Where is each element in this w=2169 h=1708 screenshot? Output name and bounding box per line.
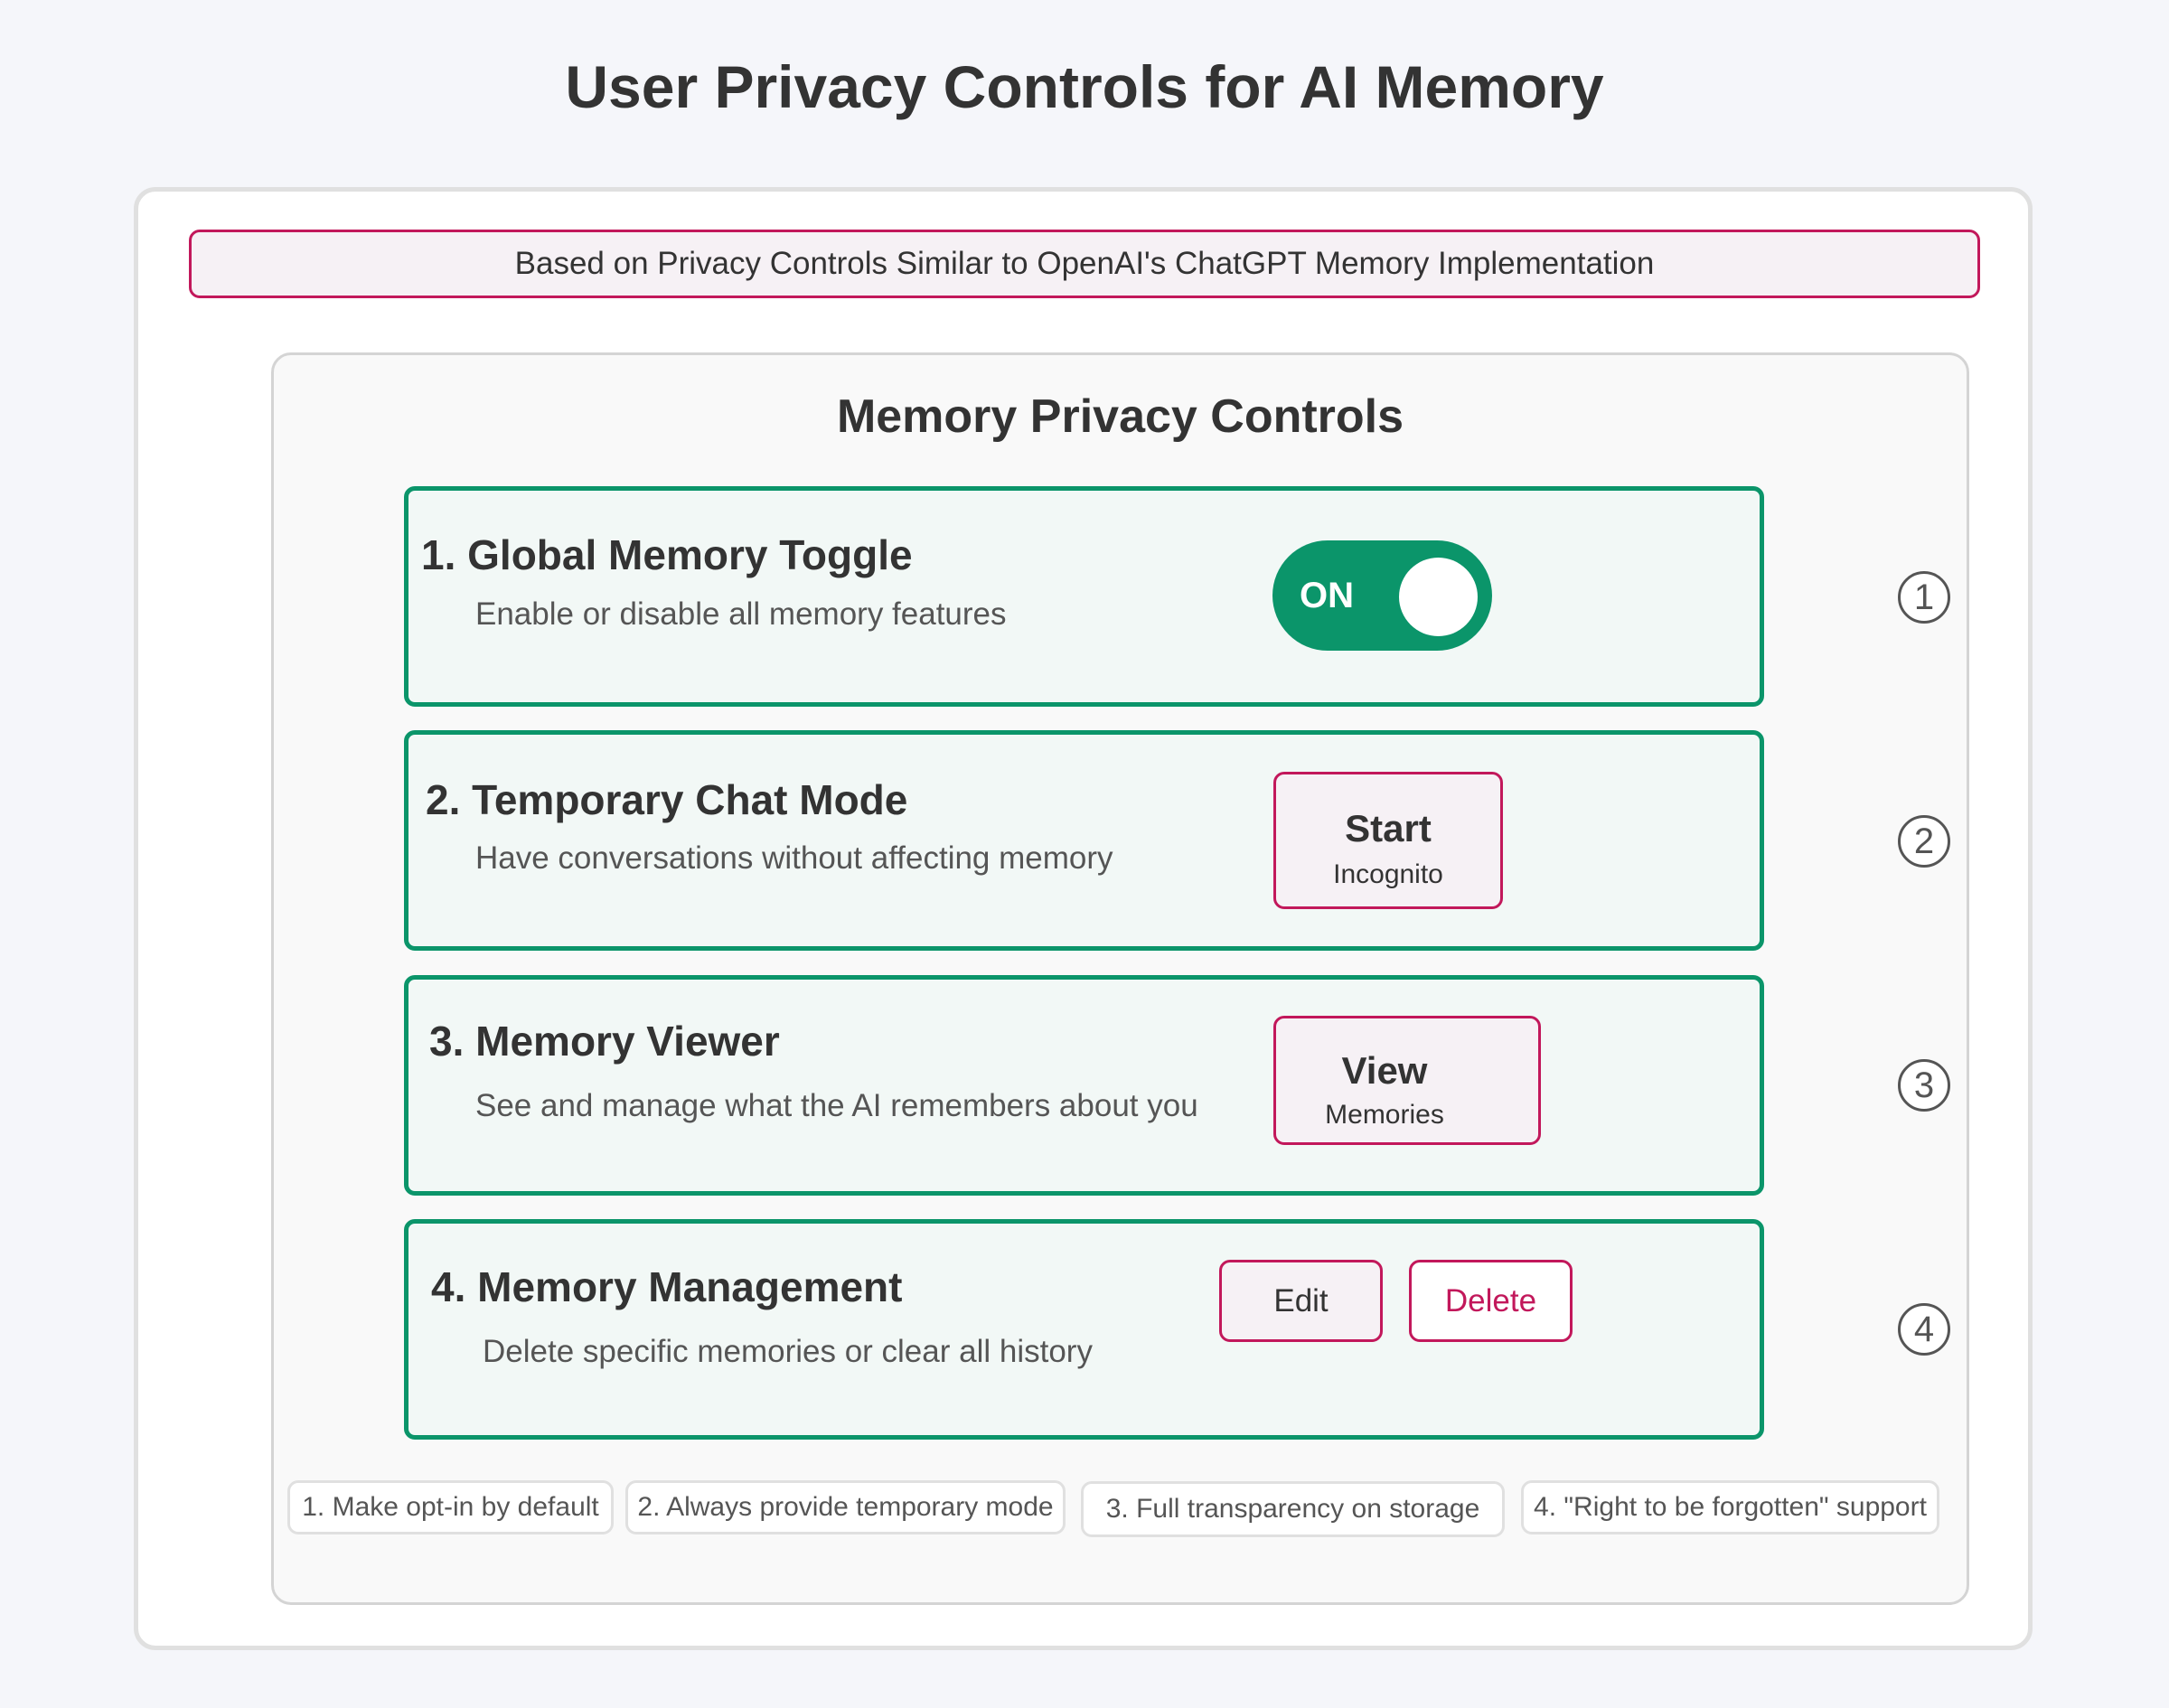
edit-memory-button[interactable]: Edit <box>1219 1260 1383 1342</box>
number-badge-text: 2 <box>1913 821 1935 861</box>
principle-note-3: 3. Full transparency on storage <box>1081 1481 1505 1537</box>
toggle-state-label: ON <box>1300 576 1354 615</box>
control-description: Have conversations without affecting mem… <box>475 840 1113 876</box>
button-main-label: Start <box>1345 807 1432 849</box>
control-title: 1. Global Memory Toggle <box>421 531 913 578</box>
control-card-global-memory-toggle <box>404 486 1764 707</box>
control-title: 4. Memory Management <box>431 1263 903 1310</box>
note-text: 3. Full transparency on storage <box>1105 1494 1480 1524</box>
number-badge-3: 3 <box>1898 1059 1950 1112</box>
control-title: 2. Temporary Chat Mode <box>426 776 908 823</box>
panel-title: Memory Privacy Controls <box>836 390 1404 443</box>
note-text: 2. Always provide temporary mode <box>637 1492 1054 1522</box>
start-incognito-button[interactable]: Start Incognito <box>1273 772 1503 909</box>
control-card-memory-viewer <box>404 975 1764 1196</box>
delete-memory-button[interactable]: Delete <box>1409 1260 1573 1342</box>
principle-note-2: 2. Always provide temporary mode <box>625 1480 1066 1534</box>
control-card-temporary-chat <box>404 730 1764 951</box>
note-text: 4. "Right to be forgotten" support <box>1534 1492 1927 1522</box>
edit-button-label: Edit <box>1273 1282 1329 1319</box>
note-text: 1. Make opt-in by default <box>302 1492 599 1522</box>
control-title: 3. Memory Viewer <box>429 1018 780 1065</box>
number-badge-text: 1 <box>1913 577 1935 617</box>
principle-note-4: 4. "Right to be forgotten" support <box>1521 1480 1939 1534</box>
button-sub-label: Memories <box>1325 1100 1444 1130</box>
banner-text: Based on Privacy Controls Similar to Ope… <box>514 246 1655 281</box>
page-title: User Privacy Controls for AI Memory <box>565 53 1604 120</box>
button-sub-label: Incognito <box>1333 859 1443 889</box>
control-description: See and manage what the AI remembers abo… <box>475 1088 1198 1123</box>
button-main-label: View <box>1341 1049 1428 1092</box>
memory-toggle-switch[interactable]: ON <box>1272 540 1492 651</box>
number-badge-4: 4 <box>1898 1303 1950 1356</box>
control-description: Delete specific memories or clear all hi… <box>483 1334 1093 1369</box>
number-badge-2: 2 <box>1898 815 1950 868</box>
delete-button-label: Delete <box>1444 1282 1537 1319</box>
number-badge-text: 3 <box>1913 1065 1935 1105</box>
control-description: Enable or disable all memory features <box>475 596 1007 632</box>
number-badge-1: 1 <box>1898 571 1950 624</box>
number-badge-text: 4 <box>1913 1309 1935 1349</box>
principle-note-1: 1. Make opt-in by default <box>287 1480 614 1534</box>
toggle-knob <box>1399 558 1478 636</box>
view-memories-button[interactable]: View Memories <box>1273 1016 1541 1145</box>
source-banner: Based on Privacy Controls Similar to Ope… <box>189 230 1980 298</box>
